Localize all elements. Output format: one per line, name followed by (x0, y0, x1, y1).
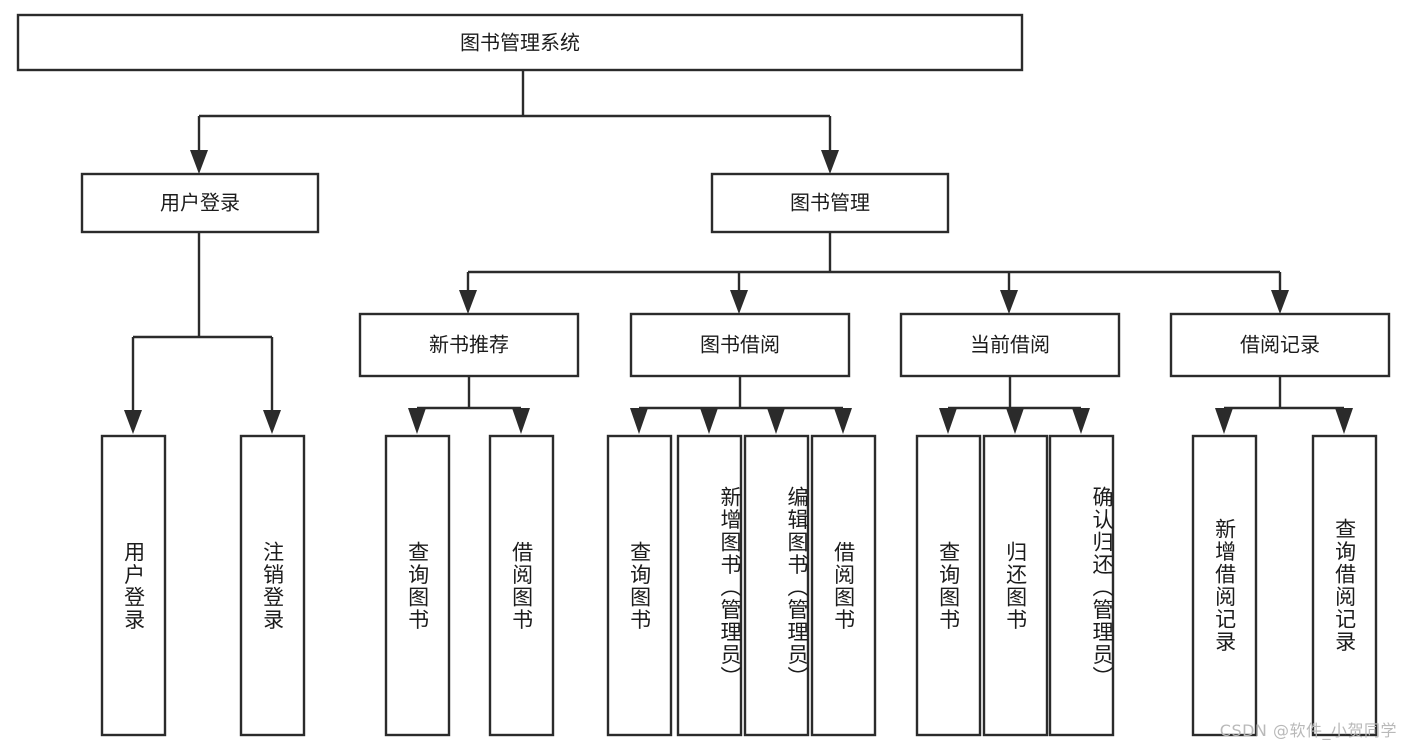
leafbox-borrow-book-1[interactable] (488, 434, 555, 737)
watermark-credit: CSDN @软件_小贺同学 (1219, 721, 1397, 740)
node-borrow-record-label: 借阅记录 (1240, 333, 1320, 357)
arrowhead-leaf-user-login (124, 410, 142, 434)
arrowhead-user-login (190, 150, 208, 174)
arrowhead-leaf-return-book (1006, 408, 1024, 434)
node-new-book-recommend-label: 新书推荐 (429, 333, 509, 357)
node-current-borrow-label: 当前借阅 (970, 333, 1050, 357)
leafbox-add-record[interactable] (1191, 434, 1258, 737)
arrowhead-leaf-confirm-return (1072, 408, 1090, 434)
arrowhead-borrow-record (1271, 290, 1289, 314)
leafbox-query-record[interactable] (1311, 434, 1378, 737)
arrowhead-current-borrow (1000, 290, 1018, 314)
arrowhead-leaf-query-record (1335, 408, 1353, 434)
node-book-borrow[interactable]: 图书借阅 (629, 312, 851, 378)
node-current-borrow-box[interactable] (899, 312, 1121, 378)
leafbox-add-book[interactable] (676, 434, 743, 737)
arrowhead-leaf-add-record (1215, 408, 1233, 434)
leafbox-return-book[interactable] (982, 434, 1049, 737)
arrowhead-leaf-borrow-book-2 (834, 408, 852, 434)
node-current-borrow[interactable]: 当前借阅 (899, 312, 1121, 378)
arrowhead-leaf-query-book-1 (408, 408, 426, 434)
node-borrow-record[interactable]: 借阅记录 (1169, 312, 1391, 378)
arrowhead-book-borrow (730, 290, 748, 314)
node-book-management[interactable]: 图书管理 (710, 172, 950, 234)
node-root-label: 图书管理系统 (460, 31, 580, 55)
arrowhead-leaf-add-book (700, 408, 718, 434)
arrowhead-leaf-borrow-book-1 (512, 408, 530, 434)
arrowhead-leaf-logout (263, 410, 281, 434)
leafbox-query-book-2[interactable] (606, 434, 673, 737)
leafbox-borrow-book-2[interactable] (810, 434, 877, 737)
node-user-login[interactable]: 用户登录 (80, 172, 320, 234)
arrowhead-leaf-query-book-2 (630, 408, 648, 434)
arrowhead-book-management (821, 150, 839, 174)
leafbox-query-book-1[interactable] (384, 434, 451, 737)
leafbox-user-login[interactable] (100, 434, 167, 737)
arrowhead-leaf-query-book-3 (939, 408, 957, 434)
node-new-book-recommend[interactable]: 新书推荐 (358, 312, 580, 378)
node-book-management-box[interactable] (710, 172, 950, 234)
leafbox-edit-book[interactable] (743, 434, 810, 737)
node-root[interactable]: 图书管理系统 (16, 13, 1024, 72)
node-book-management-label: 图书管理 (790, 191, 870, 215)
node-new-book-recommend-box[interactable] (358, 312, 580, 378)
node-root-box[interactable] (16, 13, 1024, 72)
leafbox-query-book-3[interactable] (915, 434, 982, 737)
node-borrow-record-box[interactable] (1169, 312, 1391, 378)
arrowhead-leaf-edit-book (767, 408, 785, 434)
arrowhead-new-book-recommend (459, 290, 477, 314)
leafbox-logout-login[interactable] (239, 434, 306, 737)
leafbox-confirm-return[interactable] (1048, 434, 1115, 737)
node-book-borrow-label: 图书借阅 (700, 333, 780, 357)
node-user-login-label: 用户登录 (160, 191, 240, 215)
node-book-borrow-box[interactable] (629, 312, 851, 378)
